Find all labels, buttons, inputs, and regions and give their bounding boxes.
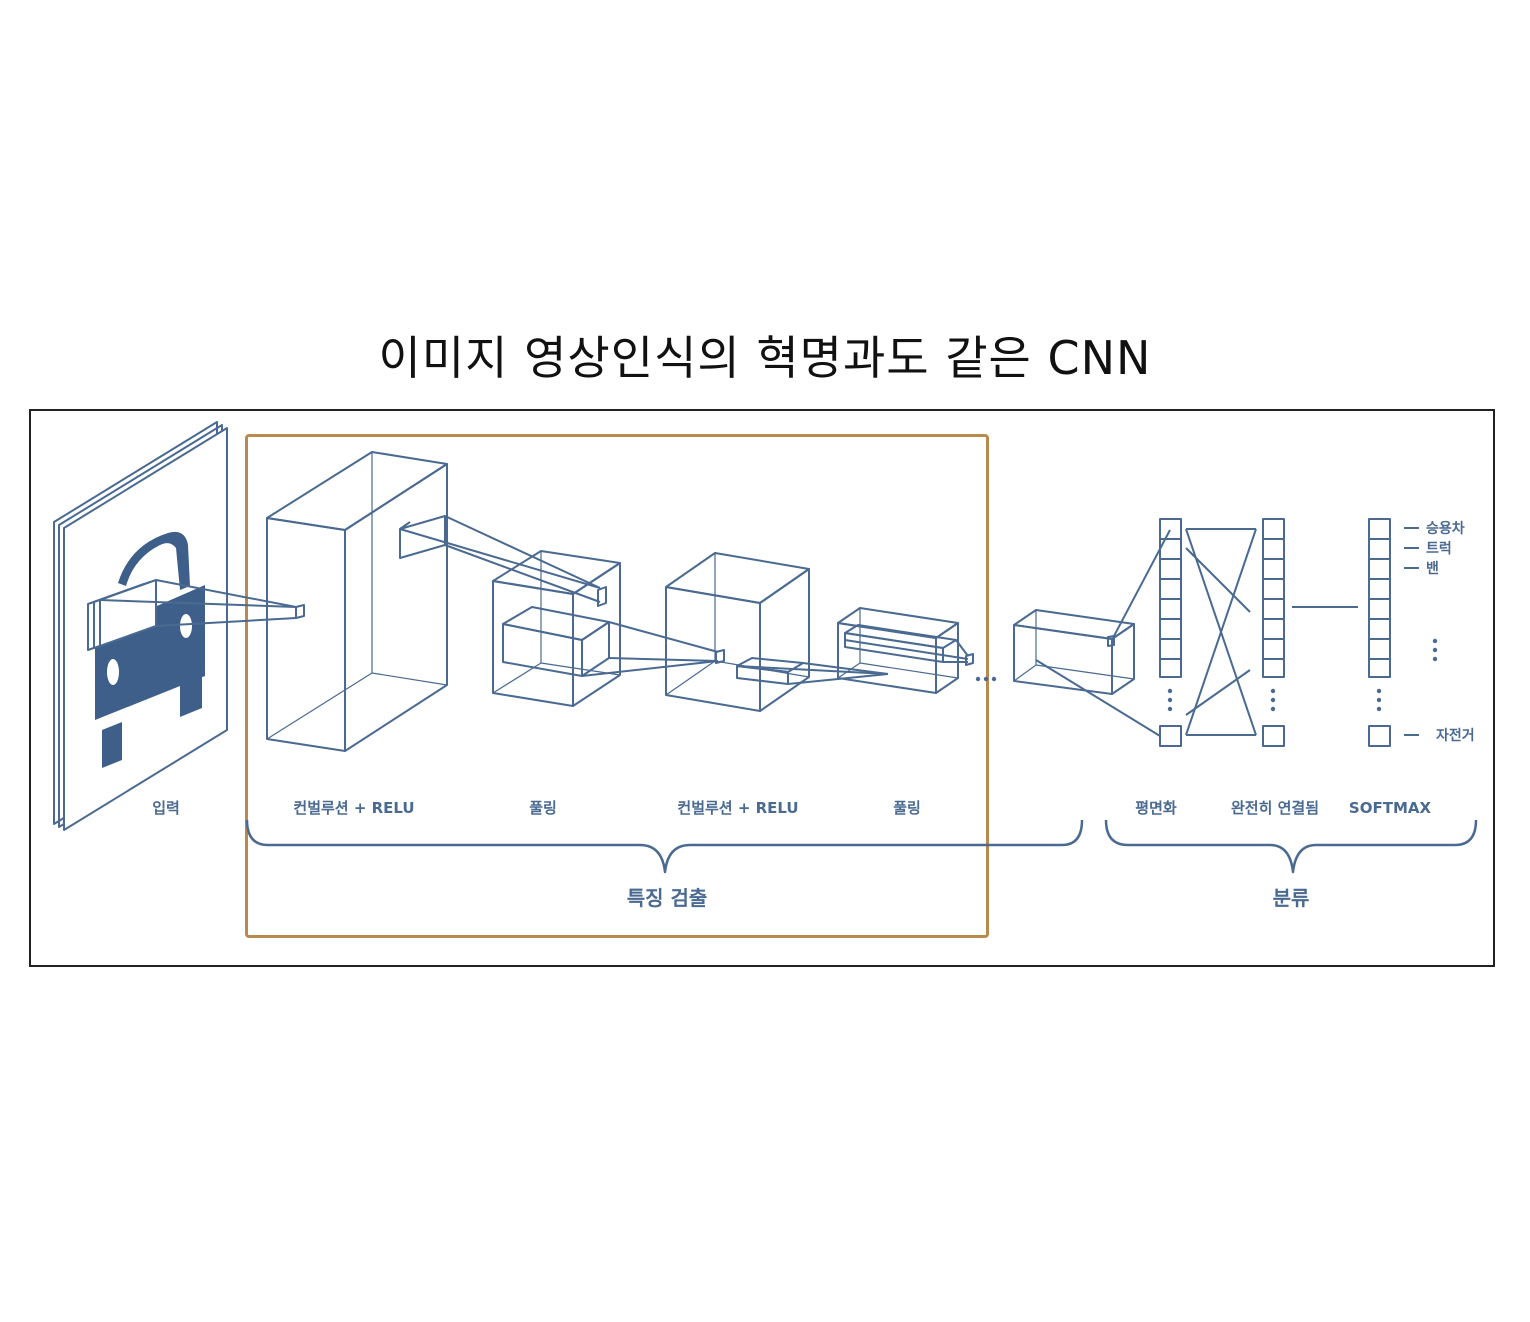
fully-connected-column — [1262, 518, 1285, 747]
conv1-feature-map — [266, 451, 448, 752]
label-conv1: 컨벌루션 + RELU — [293, 799, 414, 817]
car-icon — [95, 531, 205, 768]
label-pool2: 풀링 — [893, 799, 921, 817]
diagram-frame — [29, 409, 1495, 967]
label-feature-extraction: 특징 검출 — [627, 886, 708, 910]
slide-title: 이미지 영상인식의 혁명과도 같은 CNN — [378, 331, 1152, 385]
conv2-feature-map — [665, 552, 810, 712]
pool2-feature-map — [837, 607, 959, 694]
label-input: 입력 — [152, 799, 180, 817]
column-ellipsis-dots — [1167, 638, 1438, 712]
feature-extraction-brace — [245, 819, 1084, 874]
label-flatten: 평면화 — [1135, 799, 1177, 817]
pool2-kernel — [844, 624, 974, 666]
label-softmax: SOFTMAX — [1349, 799, 1432, 817]
output-label-truck: 트럭 — [1426, 541, 1452, 557]
label-pool1: 풀링 — [529, 799, 557, 817]
input-projection-lines — [99, 579, 305, 627]
classification-brace — [1104, 819, 1478, 874]
label-conv2: 컨벌루션 + RELU — [677, 799, 798, 817]
conv2-kernel — [736, 657, 889, 685]
output-label-bicycle: 자전거 — [1436, 727, 1475, 744]
output-label-car: 승용차 — [1426, 521, 1465, 537]
pool1-kernel — [502, 606, 725, 677]
flatten-connectors — [1035, 529, 1171, 737]
final-feature-map — [1013, 609, 1135, 695]
softmax-column — [1368, 518, 1391, 747]
input-receptive-field — [87, 579, 157, 651]
fully-connected-weights — [1185, 528, 1257, 736]
label-fully-connected: 완전히 연결됨 — [1231, 799, 1319, 817]
car-details — [107, 614, 192, 685]
feature-extraction-highlight-box — [245, 434, 989, 938]
ellipsis-dots — [975, 676, 997, 682]
flatten-column — [1159, 518, 1182, 747]
output-ticks — [1404, 527, 1419, 736]
output-label-van: 밴 — [1426, 561, 1439, 577]
label-classification: 분류 — [1273, 886, 1310, 910]
